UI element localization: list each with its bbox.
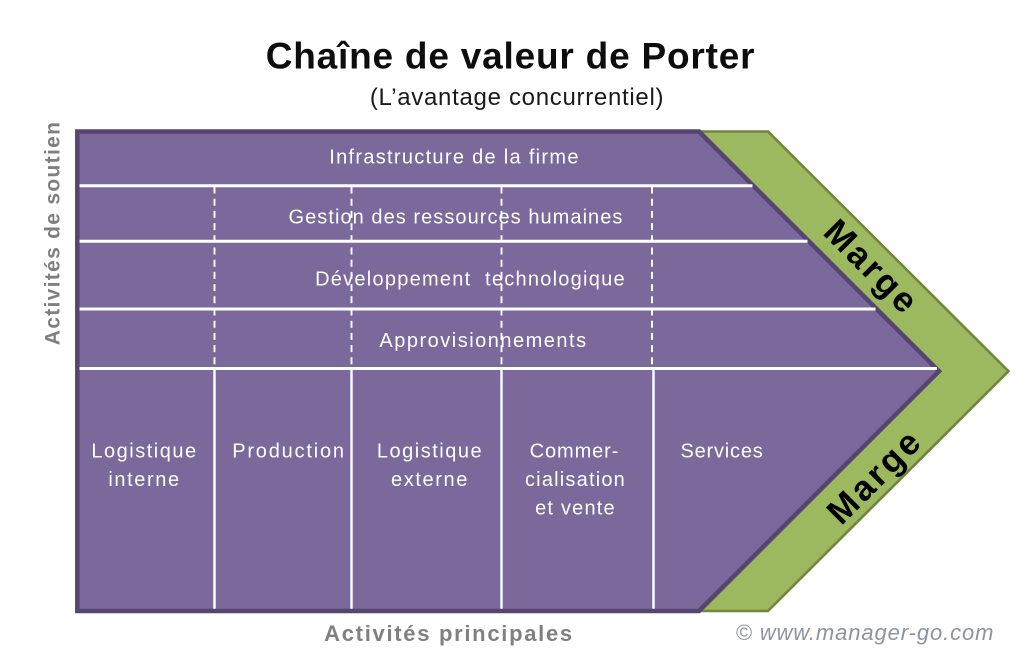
- svg-text:interne: interne: [108, 469, 180, 491]
- svg-text:Services: Services: [680, 441, 763, 463]
- svg-text:Commer-: Commer-: [530, 441, 620, 463]
- svg-text:Production: Production: [232, 441, 346, 463]
- svg-text:cialisation: cialisation: [525, 469, 626, 491]
- svg-text:Activités principales: Activités principales: [324, 621, 574, 646]
- svg-text:Logistique: Logistique: [91, 441, 197, 463]
- svg-text:Logistique: Logistique: [377, 441, 483, 463]
- svg-text:Développement technologique: Développement technologique: [315, 269, 626, 291]
- svg-text:et vente: et vente: [535, 498, 616, 520]
- svg-text:Activités de soutien: Activités de soutien: [42, 121, 65, 345]
- svg-text:(L’avantage concurrentiel): (L’avantage concurrentiel): [370, 84, 664, 111]
- svg-text:Infrastructure de la firme: Infrastructure de la firme: [329, 147, 580, 169]
- svg-text:externe: externe: [391, 469, 469, 491]
- svg-text:Approvisionnements: Approvisionnements: [379, 330, 587, 352]
- svg-text:© www.manager-go.com: © www.manager-go.com: [736, 620, 995, 645]
- svg-text:Gestion des ressources humaine: Gestion des ressources humaines: [289, 207, 624, 229]
- svg-text:Chaîne de valeur de Porter: Chaîne de valeur de Porter: [266, 36, 756, 77]
